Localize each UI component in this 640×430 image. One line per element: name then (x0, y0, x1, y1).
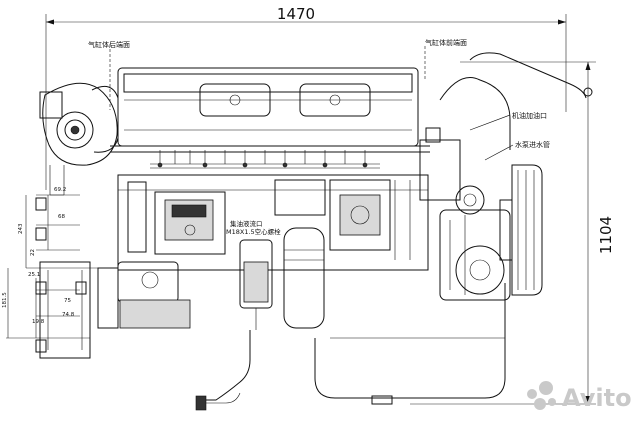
label-sensor-port: 集油液流口 (230, 219, 263, 228)
sensor-harness (195, 330, 251, 411)
dim-22: 22 (30, 249, 36, 256)
engine-block (117, 174, 429, 271)
dim-25: 25.1 (28, 272, 40, 278)
dim-243: 243 (18, 223, 24, 234)
dim-19: 19.8 (32, 319, 45, 325)
avito-watermark-text: Avito (562, 384, 632, 412)
avito-watermark: Avito (527, 381, 632, 412)
injector-pipes (150, 150, 380, 169)
dim-74: 74.8 (62, 312, 75, 318)
left-dimension-chain: 69.2 68 243 22 25.1 75 181.5 19.8 74.8 (2, 187, 110, 353)
label-water-pump-inlet: 水泵进水管 (515, 140, 550, 149)
front-accessories (419, 52, 593, 301)
oil-pan (314, 283, 506, 405)
dim-181: 181.5 (2, 292, 8, 308)
label-hollow-bolt: M18X1.5空心螺栓 (226, 227, 281, 236)
overall-height-label: 1104 (597, 216, 615, 254)
label-cylinder-rear-face: 气缸体后端面 (88, 40, 130, 49)
overall-length-dimension: 1470 (45, 5, 567, 190)
label-oil-fill-port: 机油加油口 (512, 111, 547, 120)
starter-motor (97, 261, 191, 329)
overall-length-label: 1470 (277, 5, 315, 23)
fuel-filter-canister (283, 227, 325, 329)
dim-75: 75 (64, 298, 71, 304)
turbocharger (39, 82, 119, 196)
crankshaft-pulley (499, 164, 543, 296)
dim-68: 68 (58, 214, 65, 220)
oil-filter (239, 239, 273, 330)
label-cylinder-front-face: 气缸体前端面 (425, 38, 467, 47)
overall-height-dimension: 1104 (410, 61, 615, 405)
avito-logo-icon (527, 381, 556, 410)
dim-69: 69.2 (54, 187, 66, 193)
engine-mount-bracket (39, 261, 91, 359)
cylinder-head (110, 67, 430, 153)
